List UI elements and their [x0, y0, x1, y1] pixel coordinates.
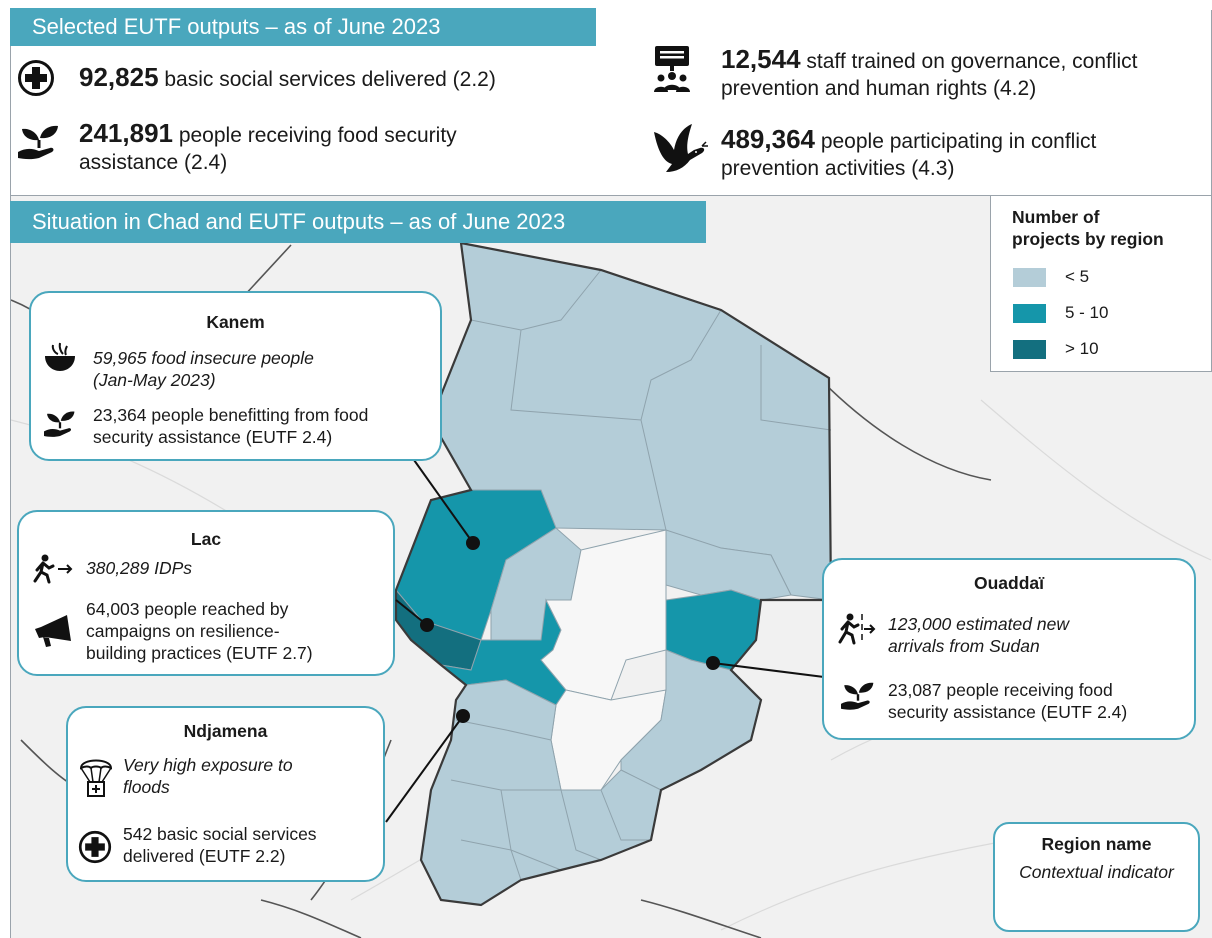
- marker-lac: [420, 618, 434, 632]
- callout-context: 123,000 estimated new arrivals from Suda…: [888, 613, 1069, 657]
- kpi-text-line2: prevention and human rights (4.2): [721, 77, 1037, 100]
- output-line1: 23,087 people receiving food: [888, 680, 1113, 700]
- hand-plant-icon: [44, 411, 75, 437]
- kpi-text-line2: prevention activities (4.3): [721, 157, 955, 180]
- legend-title-line1: Number of: [1012, 207, 1100, 227]
- legend-label-low: < 5: [1065, 267, 1090, 286]
- context-line1: Very high exposure to: [123, 755, 293, 775]
- top-section-header: Selected EUTF outputs – as of June 2023: [10, 8, 596, 46]
- aid-parachute-icon: [79, 759, 113, 797]
- context-line2: (Jan-May 2023): [93, 370, 216, 390]
- dove-icon: [654, 124, 708, 172]
- kpi-value: 489,364: [721, 124, 815, 154]
- callout-output: 23,364 people benefitting from food secu…: [93, 404, 368, 448]
- kpi-basic-services: 92,825 basic social services delivered (…: [79, 64, 496, 93]
- legend-label-high: > 10: [1065, 339, 1099, 358]
- output-line2: campaigns on resilience-: [86, 621, 280, 641]
- callout-lac: Lac 380,289 IDPs 64,003 people reached b…: [17, 510, 395, 676]
- output-line1: 542 basic social services: [123, 824, 317, 844]
- callout-ndjamena: Ndjamena Very high exposure to floods 54…: [66, 706, 385, 882]
- hand-plant-icon: [18, 125, 58, 160]
- kpi-text: staff trained on governance, conflict: [800, 50, 1138, 73]
- kpi-text: people receiving food security: [172, 124, 457, 147]
- output-line1: 64,003 people reached by: [86, 599, 289, 619]
- kpi-text: people participating in conflict: [814, 130, 1097, 153]
- context-line1: 123,000 estimated new: [888, 614, 1069, 634]
- callout-kanem: Kanem 59,965 food insecure people (Jan-M…: [29, 291, 442, 461]
- food-bowl-icon: [45, 342, 75, 371]
- context-line2: arrivals from Sudan: [888, 636, 1040, 656]
- callout-title: Lac: [190, 529, 222, 549]
- arrivals-person-icon: [838, 613, 876, 645]
- map-section-header: Situation in Chad and EUTF outputs – as …: [10, 201, 706, 243]
- legend-swatch-high: [1013, 340, 1046, 359]
- legend: Number of projects by region < 5 5 - 10 …: [990, 196, 1212, 372]
- medical-cross-icon: [78, 830, 112, 864]
- kpi-text: basic social services delivered (2.2): [158, 68, 496, 91]
- running-person-icon: [33, 554, 73, 584]
- callout-context: 59,965 food insecure people (Jan-May 202…: [93, 347, 314, 391]
- kpi-text-line2: assistance (2.4): [79, 151, 228, 174]
- kpi-conflict-prevention: 489,364 people participating in conflict…: [721, 126, 1096, 182]
- legend-title: Number of projects by region: [1012, 206, 1212, 250]
- context-line1: 59,965 food insecure people: [93, 348, 314, 368]
- output-line2: delivered (EUTF 2.2): [123, 846, 286, 866]
- output-line3: building practices (EUTF 2.7): [86, 643, 313, 663]
- output-line2: security assistance (EUTF 2.4): [93, 427, 333, 447]
- marker-ndjamena: [456, 709, 470, 723]
- kpi-value: 92,825: [79, 62, 159, 92]
- legend-label-mid: 5 - 10: [1065, 303, 1109, 322]
- marker-kanem: [466, 536, 480, 550]
- region-markers: [420, 536, 720, 723]
- kpi-value: 12,544: [721, 44, 801, 74]
- context-line2: floods: [123, 777, 170, 797]
- callout-context: Very high exposure to floods: [123, 754, 293, 798]
- marker-ouaddai: [706, 656, 720, 670]
- key-title: Region name: [1041, 834, 1152, 854]
- legend-title-line2: projects by region: [1012, 229, 1164, 249]
- hand-plant-icon: [841, 682, 874, 710]
- callout-output: 64,003 people reached by campaigns on re…: [86, 598, 313, 664]
- output-line2: security assistance (EUTF 2.4): [888, 702, 1128, 722]
- callout-context: 380,289 IDPs: [86, 558, 193, 578]
- chad-outline: [394, 241, 833, 907]
- callout-output: 542 basic social services delivered (EUT…: [123, 823, 317, 867]
- callout-ouaddai: Ouaddaï 123,000 estimated new arrivals f…: [822, 558, 1196, 740]
- chad-regions: [395, 242, 832, 906]
- callout-title: Kanem: [206, 312, 265, 332]
- kpi-staff-trained: 12,544 staff trained on governance, conf…: [721, 46, 1138, 102]
- megaphone-icon: [35, 615, 71, 647]
- output-line1: 23,364 people benefitting from food: [93, 405, 369, 425]
- training-icon: [654, 46, 690, 92]
- kpi-food-security: 241,891 people receiving food security a…: [79, 120, 457, 176]
- legend-swatch-mid: [1013, 304, 1046, 323]
- kpi-value: 241,891: [79, 118, 173, 148]
- legend-swatch-low: [1013, 268, 1046, 287]
- callout-title: Ouaddaï: [973, 573, 1044, 593]
- callout-key-box: Region name Contextual indicator: [993, 822, 1200, 932]
- callout-output: 23,087 people receiving food security as…: [888, 679, 1127, 723]
- callout-title: Ndjamena: [183, 721, 268, 741]
- key-subtitle: Contextual indicator: [1019, 862, 1174, 882]
- medical-cross-icon: [18, 60, 54, 96]
